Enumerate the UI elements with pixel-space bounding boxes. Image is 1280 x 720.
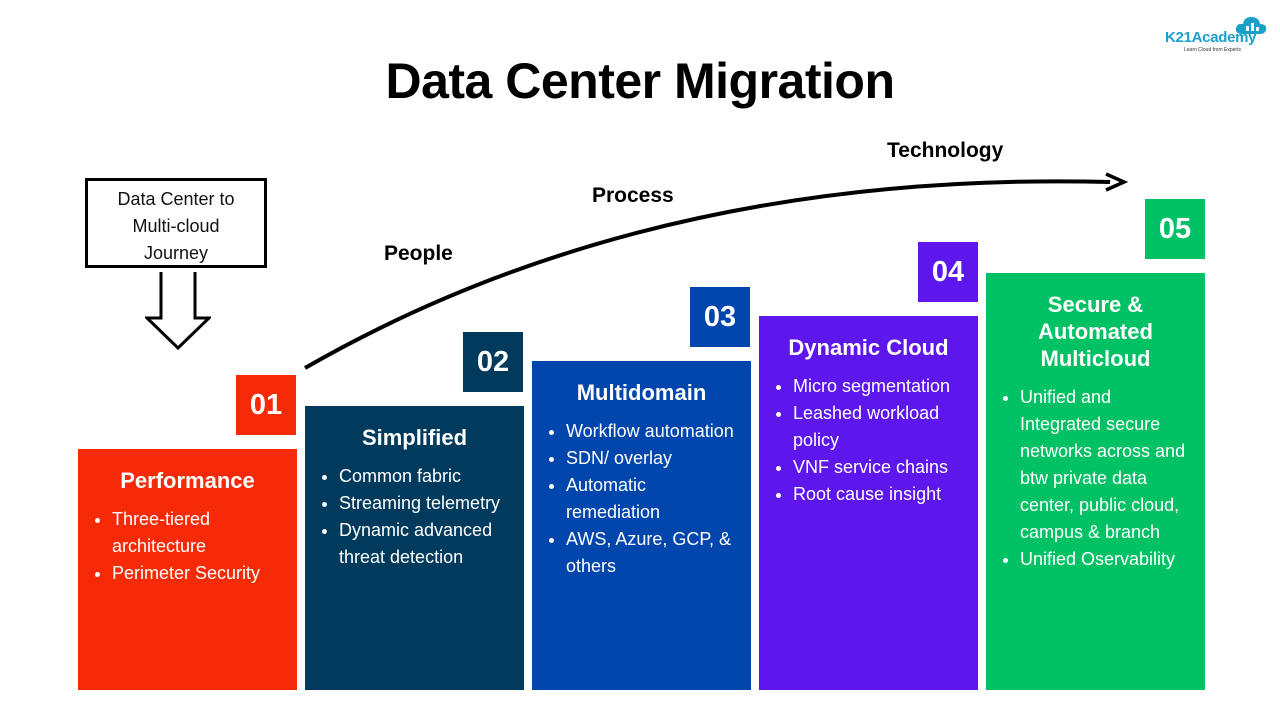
brand-logo: K21Academy Learn Cloud from Experts <box>1160 14 1272 58</box>
down-arrow-icon <box>145 272 211 351</box>
stage-2-bullets: Common fabric Streaming telemetry Dynami… <box>315 463 514 571</box>
stage-5-number: 05 <box>1145 199 1205 259</box>
label-technology: Technology <box>887 139 1004 162</box>
journey-line-2: Multi-cloud <box>132 216 220 236</box>
label-people: People <box>384 242 453 265</box>
stage-1-bullet: Perimeter Security <box>112 560 287 587</box>
cloud-icon <box>1235 17 1267 34</box>
journey-line-3: Journey <box>143 243 209 263</box>
stage-1-title: Performance <box>120 468 255 493</box>
journey-line-1: Data Center to <box>117 189 235 209</box>
logo-brand-text: K21Academy <box>1165 29 1257 46</box>
stage-1-bullet: Three-tiered architecture <box>112 506 287 560</box>
stage-2-column: Simplified Common fabric Streaming telem… <box>305 406 524 690</box>
stage-3-bullets: Workflow automation SDN/ overlay Automat… <box>542 418 741 580</box>
stage-3-bullet: Workflow automation <box>566 418 741 445</box>
journey-box: Data Center to Multi-cloud Journey <box>85 178 267 268</box>
stage-1-number: 01 <box>236 375 296 435</box>
stage-4-bullet: Leashed workload policy <box>793 400 968 454</box>
stage-4-bullets: Micro segmentation Leashed workload poli… <box>769 373 968 508</box>
page-title: Data Center Migration <box>385 53 895 109</box>
stage-3-number: 03 <box>690 287 750 347</box>
logo-tagline: Learn Cloud from Experts <box>1184 47 1241 53</box>
stage-4-column: Dynamic Cloud Micro segmentation Leashed… <box>759 316 978 690</box>
stage-5-bullet: Unified and Integrated secure networks a… <box>1020 384 1195 546</box>
stage-4-title: Dynamic Cloud <box>788 335 949 360</box>
stage-2-title: Simplified <box>361 425 468 450</box>
stage-3-bullet: Automatic remediation <box>566 472 741 526</box>
stage-4-bullet: Micro segmentation <box>793 373 968 400</box>
stage-4-bullet: VNF service chains <box>793 454 968 481</box>
stage-3-title: Multidomain <box>576 380 707 405</box>
stage-2-bullet: Streaming telemetry <box>339 490 514 517</box>
stage-2-bullet: Common fabric <box>339 463 514 490</box>
stage-4-number: 04 <box>918 242 978 302</box>
stage-2-bullet: Dynamic advanced threat detection <box>339 517 514 571</box>
label-process: Process <box>592 184 674 207</box>
stage-1-bullets: Three-tiered architecture Perimeter Secu… <box>88 506 287 587</box>
stage-3-bullet: SDN/ overlay <box>566 445 741 472</box>
stage-5-title: Secure & Automated Multicloud <box>1038 292 1153 371</box>
stage-3-bullet: AWS, Azure, GCP, & others <box>566 526 741 580</box>
stage-5-bullet: Unified Oservability <box>1020 546 1195 573</box>
stage-3-column: Multidomain Workflow automation SDN/ ove… <box>532 361 751 690</box>
stage-2-number: 02 <box>463 332 523 392</box>
stage-5-column: Secure & Automated Multicloud Unified an… <box>986 273 1205 690</box>
stage-1-column: Performance Three-tiered architecture Pe… <box>78 449 297 690</box>
stage-5-bullets: Unified and Integrated secure networks a… <box>996 384 1195 573</box>
stage-4-bullet: Root cause insight <box>793 481 968 508</box>
